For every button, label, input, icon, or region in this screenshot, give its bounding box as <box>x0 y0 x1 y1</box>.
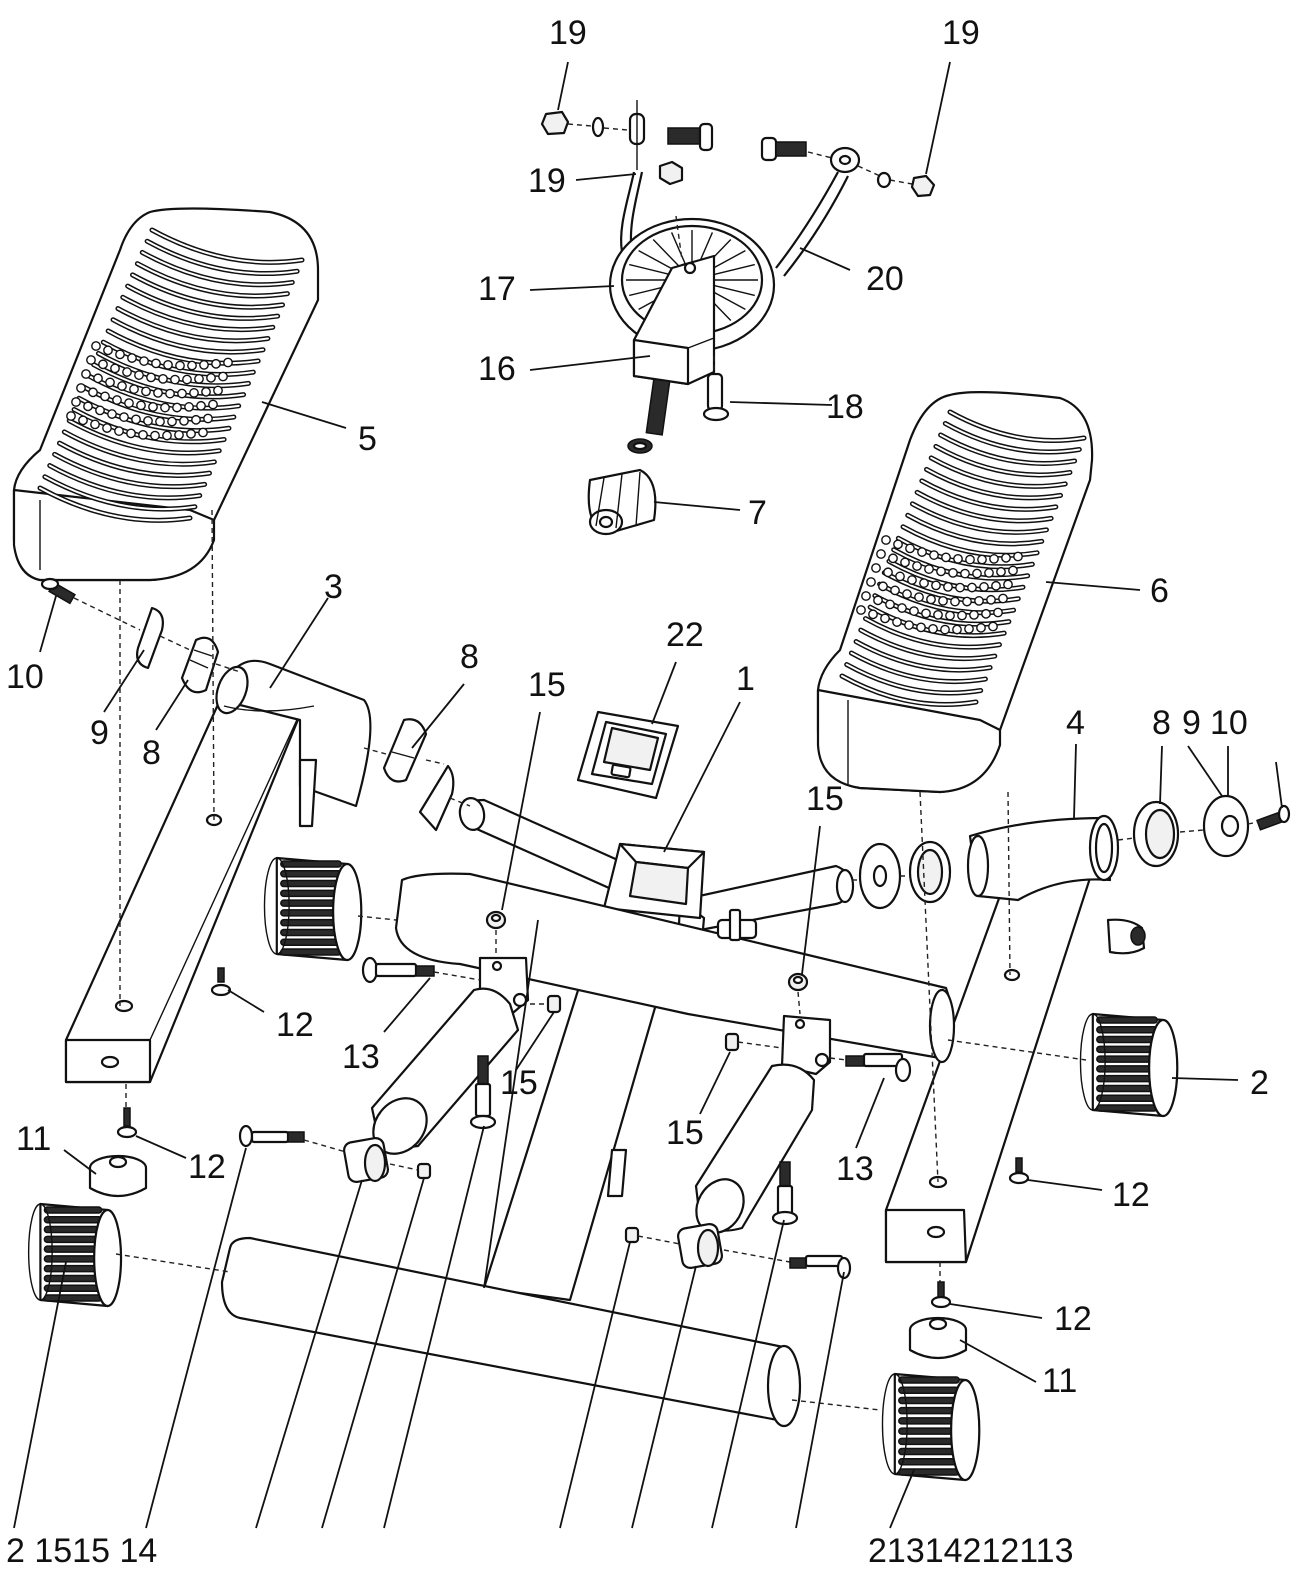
callout-12-a: 12 <box>276 1006 314 1044</box>
callout-15-c: 15 <box>500 1064 538 1102</box>
left-arm-3 <box>64 659 372 1084</box>
left-pedal-dimples <box>66 341 233 441</box>
callout-19-a: 19 <box>549 14 587 52</box>
callout-11-a: 11 <box>16 1120 51 1158</box>
callout-19-b: 19 <box>942 14 980 52</box>
callout-8-b: 8 <box>460 638 479 676</box>
callout-6: 6 <box>1150 572 1169 610</box>
leader-lines <box>13 61 1283 1529</box>
callout-22: 22 <box>666 616 704 654</box>
callout-7: 7 <box>748 494 767 532</box>
callout-8-c: 8 <box>1152 704 1171 742</box>
callout-10-a: 10 <box>6 658 44 696</box>
callout-13-b: 13 <box>836 1150 874 1188</box>
right-arm-4 <box>884 814 1120 1264</box>
callout-19-c: 19 <box>528 162 566 200</box>
callout-15-a: 15 <box>528 666 566 704</box>
left-pedal-ribs <box>37 227 305 523</box>
bottom-right-callouts: 21314212113 <box>868 1532 1073 1570</box>
callout-17: 17 <box>478 270 516 308</box>
rollers-2 <box>27 856 1179 1482</box>
tension-assembly <box>540 100 936 536</box>
callout-15-b: 15 <box>806 780 844 818</box>
callout-11-b: 11 <box>1042 1362 1077 1400</box>
callout-15-d: 15 <box>666 1114 704 1152</box>
nut-part-19c <box>658 160 684 186</box>
feet-11 <box>88 1154 968 1360</box>
threaded-rod-part <box>645 378 671 436</box>
right-pedal-6 <box>816 391 1094 794</box>
callout-2-a: 2 <box>1250 1064 1269 1102</box>
callout-1: 1 <box>736 660 755 698</box>
right-shock <box>676 1014 832 1270</box>
nut-part-19b <box>910 174 936 198</box>
callout-9-b: 9 <box>1182 704 1201 742</box>
main-frame-1 <box>220 797 1146 1428</box>
callout-4: 4 <box>1066 704 1085 742</box>
left-shock <box>342 956 530 1184</box>
left-pedal-5 <box>12 207 320 582</box>
callout-8-a: 8 <box>142 734 161 772</box>
callout-3: 3 <box>324 568 343 606</box>
callout-labels: 19 19 19 17 20 16 18 7 5 6 3 10 9 8 8 22… <box>6 14 1269 1570</box>
fasteners <box>40 577 1291 1309</box>
assembly-lines <box>115 215 1087 1411</box>
bolt-thread <box>667 127 701 145</box>
callout-13-a: 13 <box>342 1038 380 1076</box>
callout-9-a: 9 <box>90 714 109 752</box>
callout-20: 20 <box>866 260 904 298</box>
bolt-head <box>698 122 714 152</box>
callout-12-c: 12 <box>1112 1176 1150 1214</box>
bottom-left-callouts: 2 1515 14 <box>6 1532 157 1570</box>
callout-12-d: 12 <box>1054 1300 1092 1338</box>
callout-5: 5 <box>358 420 377 458</box>
nut-part-19 <box>540 110 570 136</box>
right-pedal-dimples <box>856 535 1023 635</box>
callout-10-b: 10 <box>1210 704 1248 742</box>
callout-18: 18 <box>826 388 864 426</box>
callout-12-b: 12 <box>188 1148 226 1186</box>
callout-16: 16 <box>478 350 516 388</box>
washer-part <box>591 116 605 138</box>
